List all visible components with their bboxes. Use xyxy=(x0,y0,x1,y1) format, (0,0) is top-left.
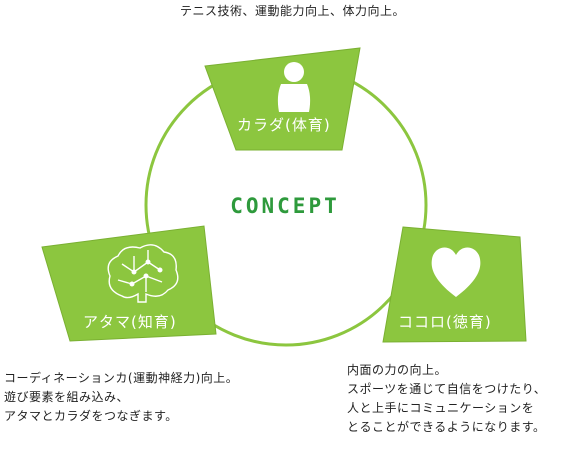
heart-caption-line: 人と上手にコミュニケーションを xyxy=(347,401,535,415)
heart-caption: 内面の力の向上。 スポーツを通じて自信をつけたり、 人と上手にコミュニケーション… xyxy=(347,361,546,437)
mind-caption-line: 遊び要素を組み込み、 xyxy=(4,390,130,404)
heart-caption-line: とることができるようになります。 xyxy=(347,420,546,434)
body-label: カラダ(体育) xyxy=(237,116,331,134)
body-caption-line: テニス技術、運動能力向上、体力向上。 xyxy=(180,4,406,18)
person-icon xyxy=(277,62,311,112)
body-caption: テニス技術、運動能力向上、体力向上。 xyxy=(180,2,405,21)
mind-caption-line: コーディネーションカ(運動神経力)向上。 xyxy=(4,371,239,385)
mind-caption-line: アタマとカラダをつなぎます。 xyxy=(4,409,178,423)
heart-label: ココロ(徳育) xyxy=(398,313,492,331)
heart-icon xyxy=(431,247,481,297)
brain-icon xyxy=(107,244,179,303)
mind-caption: コーディネーションカ(運動神経力)向上。 遊び要素を組み込み、 アタマとカラダを… xyxy=(4,369,238,426)
heart-caption-line: 内面の力の向上。 xyxy=(347,363,448,377)
heart-caption-line: スポーツを通じて自信をつけたり、 xyxy=(347,382,547,396)
concept-title: CONCEPT xyxy=(230,194,340,218)
mind-label: アタマ(知育) xyxy=(83,313,177,331)
